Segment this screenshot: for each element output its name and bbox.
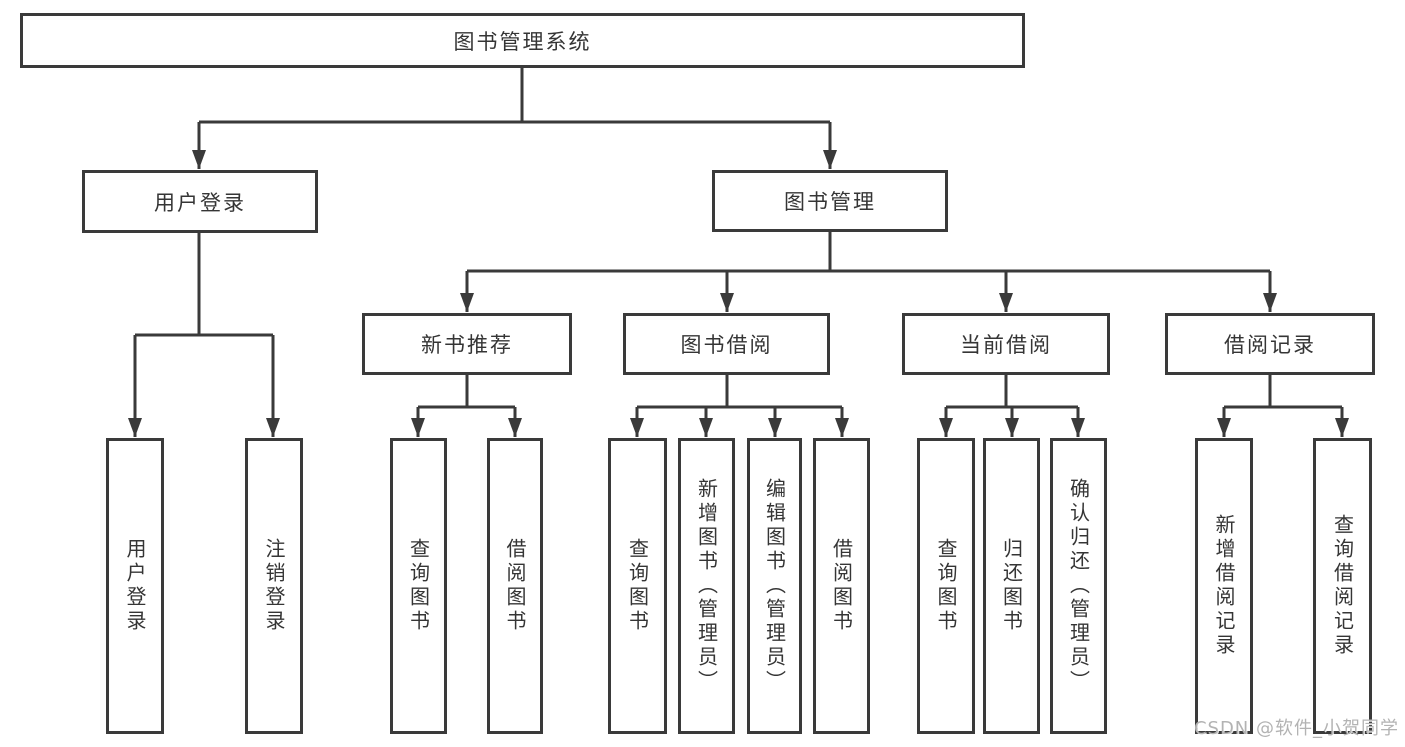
branch-node-user-login: 用户登录 <box>82 170 318 233</box>
leaf-node-return-book: 归还图书 <box>983 438 1040 734</box>
leaf-node-edit-book-admin: 编辑图书（管理员） <box>747 438 802 734</box>
leaf-node-query-borrow-record: 查询借阅记录 <box>1313 438 1372 734</box>
branch-node-book-management: 图书管理 <box>712 170 948 232</box>
leaf-node-confirm-return-admin: 确认归还（管理员） <box>1050 438 1107 734</box>
leaf-node-query-books-recommend: 查询图书 <box>390 438 447 734</box>
leaf-node-add-borrow-record: 新增借阅记录 <box>1195 438 1253 734</box>
branch-node-borrow-records: 借阅记录 <box>1165 313 1375 375</box>
leaf-node-add-book-admin: 新增图书（管理员） <box>678 438 735 734</box>
branch-node-new-book-recommend: 新书推荐 <box>362 313 572 375</box>
leaf-node-query-books-current: 查询图书 <box>917 438 975 734</box>
leaf-node-logout: 注销登录 <box>245 438 303 734</box>
csdn-watermark: CSDN @软件_小贺同学 <box>1193 718 1399 739</box>
branch-node-current-borrow: 当前借阅 <box>902 313 1110 375</box>
root-node-library-system: 图书管理系统 <box>20 13 1025 68</box>
leaf-node-query-books-borrow: 查询图书 <box>608 438 667 734</box>
leaf-node-user-login: 用户登录 <box>106 438 164 734</box>
leaf-node-borrow-book: 借阅图书 <box>813 438 870 734</box>
leaf-node-borrow-books-recommend: 借阅图书 <box>487 438 543 734</box>
branch-node-book-borrow: 图书借阅 <box>623 313 830 375</box>
